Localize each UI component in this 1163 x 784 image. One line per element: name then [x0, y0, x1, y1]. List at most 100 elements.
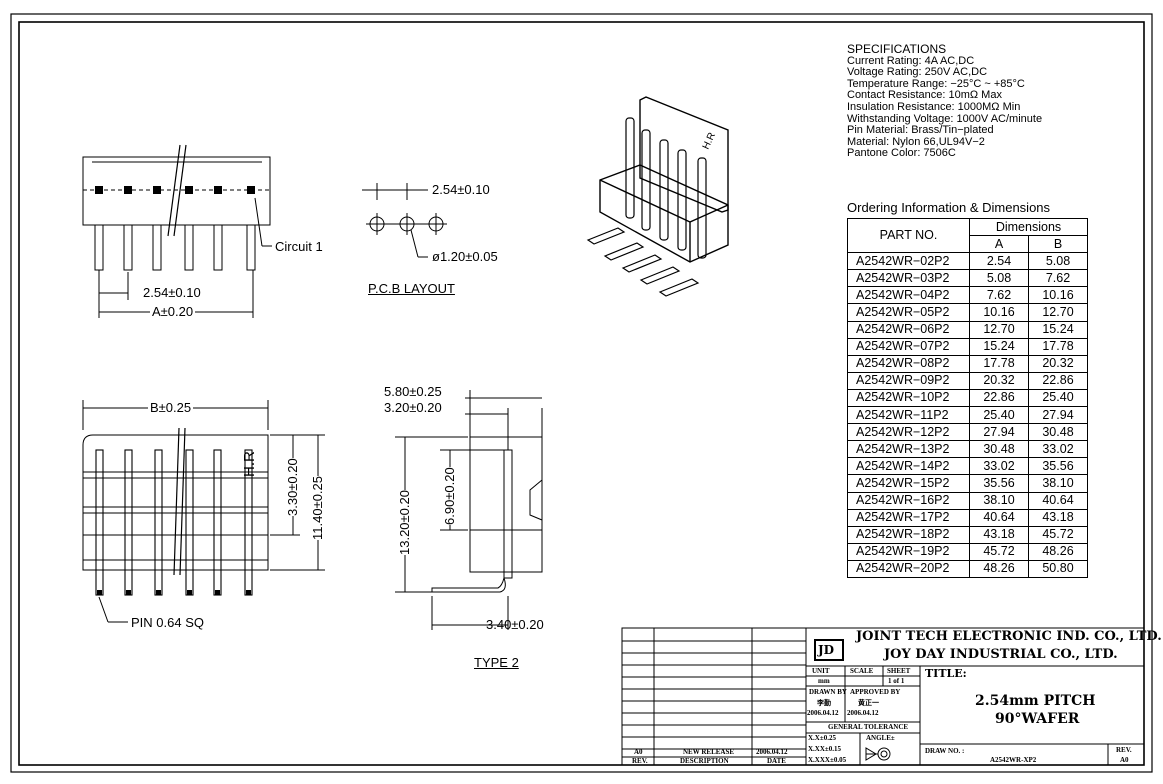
dim-b-cell: 38.10 — [1028, 474, 1088, 493]
dim-b-cell: 35.56 — [1028, 457, 1088, 476]
company-name-1: JOINT TECH ELECTRONIC IND. CO., LTD. — [856, 629, 1162, 644]
dim-b-cell: 40.64 — [1028, 491, 1088, 510]
header-b: B — [1028, 235, 1088, 254]
top-view — [82, 400, 325, 623]
rev-value: A0 — [1120, 756, 1129, 764]
dim-b-cell: 45.72 — [1028, 525, 1088, 544]
dim-b-cell: 22.86 — [1028, 371, 1088, 390]
spec-line: Temperature Range: −25°C ~ +85°C — [847, 77, 1025, 90]
dim-b-cell: 48.26 — [1028, 542, 1088, 561]
side-view — [395, 390, 543, 630]
drawn-by-name: 李勤 — [817, 699, 831, 707]
dim-a-cell: 20.32 — [969, 371, 1029, 390]
drawing-title-2: 90°WAFER — [995, 711, 1080, 727]
dim-b-cell: 12.70 — [1028, 303, 1088, 322]
part-number-cell: A2542WR−04P2 — [847, 286, 970, 305]
general-tolerance: GENERAL TOLERANCE — [828, 723, 909, 731]
dim-a-cell: 40.64 — [969, 508, 1029, 527]
inner-border — [18, 21, 1145, 766]
spec-line: Contact Resistance: 10mΩ Max — [847, 89, 1002, 102]
dim-b-cell: 25.40 — [1028, 388, 1088, 408]
title-label: TITLE: — [925, 667, 967, 680]
dim-b-cell: 10.16 — [1028, 286, 1088, 305]
front-a-dim: A±0.20 — [150, 304, 196, 319]
dim-a-cell: 17.78 — [969, 354, 1029, 373]
revision-header-description: DESCRIPTION — [680, 757, 729, 765]
part-number-cell: A2542WR−07P2 — [847, 337, 970, 356]
approved-by-label: APPROVED BY — [850, 688, 901, 696]
dim-a-cell: 25.40 — [969, 406, 1029, 425]
dim-a-cell: 35.56 — [969, 474, 1029, 493]
unit-value: mm — [818, 677, 830, 685]
side-1140-dim: 11.40±0.25 — [310, 475, 325, 540]
dim-a-cell: 38.10 — [969, 491, 1029, 510]
part-number-cell: A2542WR−02P2 — [847, 252, 970, 271]
dim-a-cell: 5.08 — [969, 269, 1029, 288]
hr-mark: H.R — [241, 451, 258, 477]
dim-a-cell: 10.16 — [969, 303, 1029, 322]
spec-line: Pantone Color: 7506C — [847, 147, 956, 160]
part-number-cell: A2542WR−14P2 — [847, 457, 970, 476]
dim-b-cell: 7.62 — [1028, 269, 1088, 288]
right-580-dim: 5.80±0.25 — [384, 384, 442, 399]
dim-b-cell: 27.94 — [1028, 406, 1088, 425]
dim-b-cell: 15.24 — [1028, 320, 1088, 339]
revision-header-rev: REV. — [632, 757, 648, 765]
part-number-cell: A2542WR−03P2 — [847, 269, 970, 288]
part-number-cell: A2542WR−08P2 — [847, 354, 970, 373]
dim-b-cell: 30.48 — [1028, 423, 1088, 442]
scale-label: SCALE — [850, 667, 874, 675]
spec-line: Voltage Rating: 250V AC,DC — [847, 66, 988, 79]
ordering-title: Ordering Information & Dimensions — [847, 200, 1051, 215]
circuit-label: Circuit 1 — [275, 239, 323, 254]
dim-b-cell: 17.78 — [1028, 337, 1088, 356]
front-view — [82, 144, 272, 318]
spec-line: Withstanding Voltage: 1000V AC/minute — [847, 112, 1043, 125]
approved-date: 2006.04.12 — [847, 709, 879, 717]
right-340-dim: 3.40±0.20 — [486, 617, 544, 632]
right-690-dim: 6.90±0.20 — [442, 467, 457, 525]
part-number-cell: A2542WR−09P2 — [847, 371, 970, 390]
svg-text:H.R: H.R — [701, 131, 718, 151]
tolerance-2: X.XX±0.15 — [808, 745, 842, 753]
sheet-value: 1 of 1 — [888, 677, 905, 685]
drawn-by-label: DRAWN BY — [809, 688, 847, 696]
angle-label: ANGLE± — [866, 734, 895, 742]
part-number-cell: A2542WR−18P2 — [847, 525, 970, 544]
dim-a-cell: 43.18 — [969, 525, 1029, 544]
part-number-cell: A2542WR−16P2 — [847, 491, 970, 510]
rev-label: REV. — [1116, 746, 1132, 754]
dim-a-cell: 33.02 — [969, 457, 1029, 476]
spec-line: Material: Nylon 66,UL94V−2 — [847, 135, 985, 148]
part-number-cell: A2542WR−05P2 — [847, 303, 970, 322]
dim-a-cell: 48.26 — [969, 559, 1029, 578]
header-a: A — [969, 235, 1029, 254]
spec-line: Current Rating: 4A AC,DC — [847, 54, 975, 67]
spec-line: Insulation Resistance: 1000MΩ Min — [847, 100, 1021, 113]
header-dimensions: Dimensions — [969, 217, 1088, 237]
dim-a-cell: 45.72 — [969, 542, 1029, 561]
pcb-pitch-dim: 2.54±0.10 — [432, 182, 490, 197]
part-number-cell: A2542WR−11P2 — [847, 406, 970, 425]
pcb-layout — [362, 183, 447, 258]
tolerance-3: X.XXX±0.05 — [808, 756, 847, 764]
part-number-cell: A2542WR−13P2 — [847, 440, 970, 459]
drawn-date: 2006.04.12 — [807, 709, 839, 717]
tolerance-1: X.X±0.25 — [808, 734, 836, 742]
part-number-cell: A2542WR−10P2 — [847, 388, 970, 408]
drawing-title-1: 2.54mm PITCH — [975, 693, 1096, 709]
front-pitch-dim: 2.54±0.10 — [143, 285, 201, 300]
